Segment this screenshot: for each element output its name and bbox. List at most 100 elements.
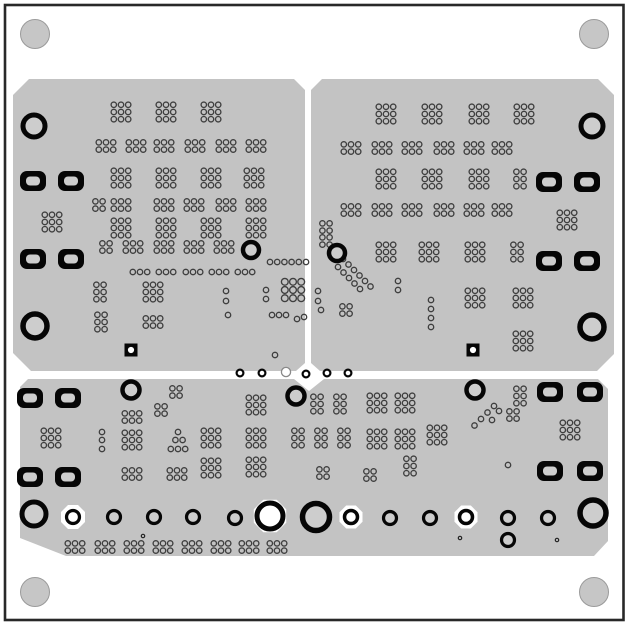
- via: [512, 287, 520, 295]
- via: [183, 205, 191, 212]
- via: [510, 241, 517, 249]
- via: [245, 441, 253, 449]
- via: [181, 445, 189, 453]
- via: [139, 146, 147, 153]
- via: [559, 419, 567, 427]
- via: [347, 210, 355, 217]
- via: [222, 139, 230, 146]
- rect-pad-hole: [61, 472, 75, 482]
- via: [200, 427, 208, 435]
- via: [169, 101, 177, 109]
- via: [513, 385, 520, 393]
- via: [117, 224, 125, 232]
- via: [428, 103, 436, 111]
- via: [117, 198, 125, 205]
- via: [41, 218, 49, 226]
- via: [513, 103, 521, 111]
- via: [200, 115, 208, 123]
- via: [563, 223, 571, 231]
- via: [433, 424, 441, 432]
- via: [418, 248, 426, 256]
- via: [153, 205, 161, 212]
- via: [121, 474, 129, 481]
- via: [155, 174, 163, 182]
- via: [563, 209, 571, 217]
- via: [527, 110, 535, 118]
- via: [570, 223, 578, 231]
- via: [198, 146, 206, 153]
- rect-pad-hole: [583, 387, 597, 397]
- via: [121, 443, 129, 451]
- via: [504, 461, 512, 469]
- plated-ring-pad: [577, 312, 607, 342]
- plated-ring-pad: [254, 500, 286, 532]
- mounting-hole: [20, 577, 50, 607]
- via: [347, 141, 355, 148]
- via: [394, 435, 402, 443]
- via: [433, 431, 441, 439]
- via: [156, 281, 164, 289]
- via: [288, 294, 298, 303]
- via: [200, 181, 208, 189]
- via: [520, 385, 527, 393]
- via: [173, 474, 181, 481]
- via: [382, 103, 390, 111]
- via: [154, 403, 161, 410]
- square-pad-hole: [127, 346, 135, 354]
- via: [162, 217, 170, 225]
- via: [214, 457, 222, 465]
- via: [526, 330, 534, 338]
- via: [408, 392, 416, 400]
- via: [314, 297, 322, 305]
- via: [183, 198, 191, 205]
- via: [106, 247, 113, 254]
- via: [245, 470, 253, 478]
- via: [110, 205, 118, 212]
- via: [200, 441, 208, 449]
- via: [47, 441, 55, 449]
- via: [200, 224, 208, 232]
- via: [169, 224, 177, 232]
- via: [408, 442, 416, 450]
- via: [110, 217, 118, 225]
- rect-pad-hole: [26, 254, 40, 264]
- via: [207, 441, 215, 449]
- via: [426, 424, 434, 432]
- via: [183, 247, 191, 254]
- via: [375, 110, 383, 118]
- via: [410, 455, 417, 463]
- via: [220, 240, 228, 247]
- via: [238, 540, 246, 547]
- via: [245, 146, 253, 153]
- via: [427, 314, 435, 322]
- via: [252, 441, 260, 449]
- via: [475, 103, 483, 111]
- via: [169, 385, 176, 392]
- via: [110, 231, 118, 239]
- via: [354, 210, 362, 217]
- via: [408, 210, 416, 217]
- via: [166, 540, 174, 547]
- via: [156, 315, 164, 322]
- via: [200, 471, 208, 479]
- via: [345, 261, 352, 268]
- via: [128, 417, 136, 424]
- via: [252, 434, 260, 442]
- via: [371, 210, 379, 217]
- square-pad-hole: [469, 346, 477, 354]
- via: [363, 468, 370, 475]
- via: [207, 224, 215, 232]
- via: [280, 540, 288, 547]
- via: [513, 168, 520, 176]
- via: [366, 392, 374, 400]
- via: [478, 287, 486, 295]
- via: [482, 103, 490, 111]
- plated-ring-pad: [577, 497, 609, 529]
- via: [380, 392, 388, 400]
- via: [326, 227, 333, 234]
- via: [471, 301, 479, 309]
- via: [428, 117, 436, 125]
- via: [197, 247, 205, 254]
- via: [310, 393, 317, 401]
